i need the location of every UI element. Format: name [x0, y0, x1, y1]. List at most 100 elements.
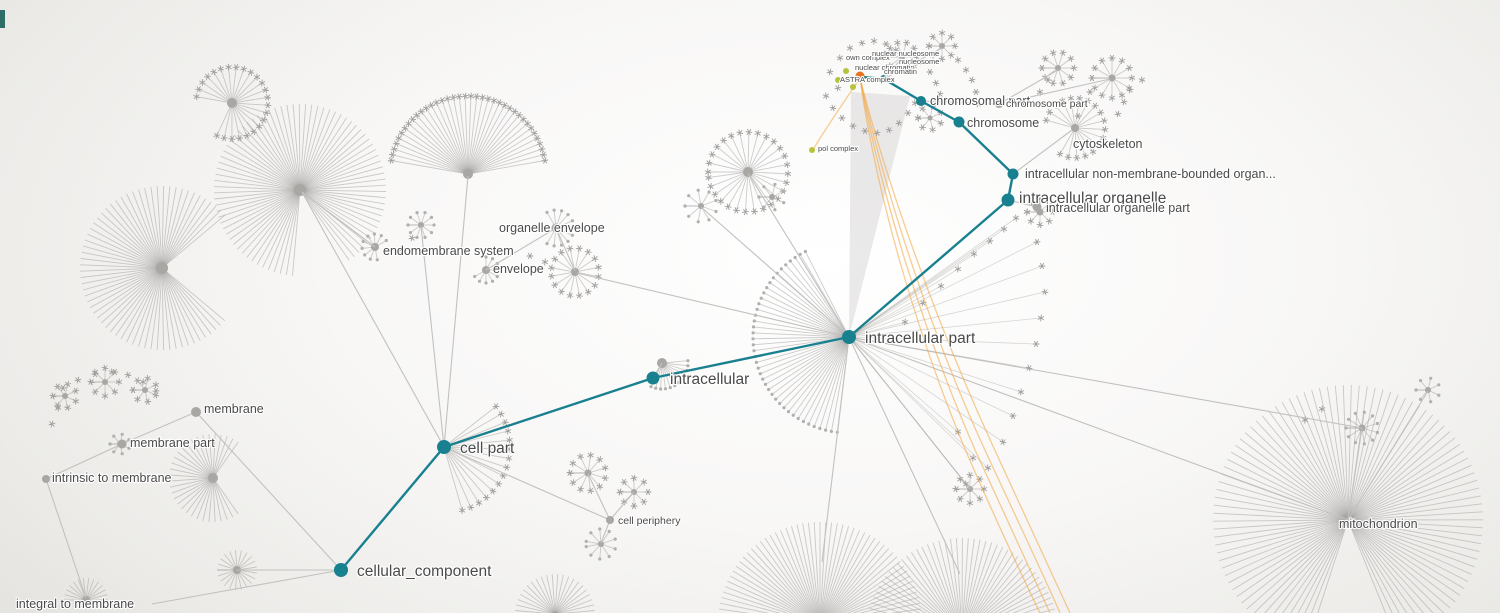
fan-edge	[144, 267, 163, 349]
fan-edge	[213, 71, 233, 104]
fan-edge	[286, 104, 301, 191]
graph-node-highlight-green[interactable]	[809, 147, 815, 153]
fan-edge	[185, 477, 214, 514]
node-label[interactable]: nuclear chromatin	[854, 62, 916, 73]
cluster-node[interactable]	[82, 596, 90, 604]
fan-edge	[443, 446, 507, 468]
cluster-node[interactable]	[418, 222, 424, 228]
node-label[interactable]: cytoskeleton	[1072, 136, 1144, 152]
cluster-node[interactable]	[208, 473, 218, 483]
cluster-node[interactable]	[1055, 65, 1061, 71]
graph-node-selected[interactable]	[916, 96, 926, 106]
cluster-node[interactable]	[227, 98, 237, 108]
node-label[interactable]: membrane	[203, 401, 265, 417]
node-label[interactable]: chromosome part	[1005, 97, 1089, 111]
cluster-node[interactable]	[927, 115, 933, 121]
node-label[interactable]: endomembrane system	[382, 243, 515, 259]
cluster-node[interactable]	[156, 262, 168, 274]
leaf-node	[584, 545, 588, 549]
node-label[interactable]: nuclear nucleosome	[871, 48, 940, 59]
cluster-node[interactable]	[62, 393, 68, 399]
fan-edge	[404, 127, 469, 175]
node-label[interactable]: cellular_component	[356, 562, 493, 581]
cluster-node[interactable]	[598, 541, 604, 547]
node-label[interactable]: organelle envelope	[498, 220, 606, 236]
graph-node-highlight-orange[interactable]	[855, 71, 865, 81]
graph-node[interactable]	[1032, 202, 1042, 212]
node-label[interactable]: intracellular organelle	[1018, 189, 1168, 208]
graph-node[interactable]	[995, 100, 1003, 108]
node-label[interactable]: mitochondrion	[1338, 516, 1419, 532]
graph-node-selected[interactable]	[1007, 168, 1019, 180]
leaf-node-icon	[538, 145, 546, 153]
cluster-node[interactable]	[743, 167, 753, 177]
leaf-node-icon	[144, 398, 152, 405]
node-label[interactable]: cell periphery	[617, 514, 682, 528]
cluster-node[interactable]	[899, 54, 905, 60]
node-label[interactable]: intracellular organelle part	[1045, 200, 1192, 216]
leaf-node-icon	[970, 250, 978, 258]
fan-edge	[1347, 519, 1472, 575]
node-label[interactable]: cell part	[459, 439, 516, 458]
cluster-node[interactable]	[769, 194, 775, 200]
graph-node-highlight-green[interactable]	[843, 68, 849, 74]
graph-node[interactable]	[117, 439, 127, 449]
fan-edge	[229, 139, 301, 191]
graph-node[interactable]	[191, 407, 201, 417]
cluster-node[interactable]	[584, 469, 592, 477]
leaf-node-icon	[1059, 49, 1067, 57]
graph-node-selected[interactable]	[880, 75, 888, 83]
fan-edge	[231, 82, 263, 104]
cluster-node[interactable]	[1425, 387, 1431, 393]
node-label[interactable]: chromatin	[883, 66, 918, 77]
fan-edge	[214, 186, 301, 191]
cluster-node[interactable]	[571, 268, 579, 276]
node-label[interactable]: intracellular	[669, 370, 750, 389]
fan-edge	[144, 187, 163, 269]
cluster-node[interactable]	[939, 43, 945, 49]
cluster-node[interactable]	[142, 387, 148, 393]
graph-node-selected[interactable]	[437, 440, 451, 454]
node-label[interactable]: intracellular part	[864, 329, 977, 348]
graph-node-selected[interactable]	[1001, 193, 1015, 207]
graph-node-selected[interactable]	[842, 330, 856, 344]
graph-node-highlight-green[interactable]	[850, 84, 856, 90]
node-label[interactable]: ASTRA complex	[839, 74, 896, 85]
graph-node[interactable]	[606, 516, 614, 524]
fan-edge	[80, 264, 163, 269]
fan-edge	[110, 267, 163, 333]
leaf-node-icon	[1000, 225, 1008, 233]
graph-node-selected[interactable]	[334, 563, 348, 577]
fan-edge	[202, 435, 214, 479]
cluster-node[interactable]	[102, 379, 108, 385]
graph-node-highlight-green[interactable]	[835, 77, 841, 83]
fan-edge	[735, 565, 805, 613]
node-label[interactable]: nucleosome	[898, 56, 941, 67]
cluster-node[interactable]	[463, 169, 473, 179]
cluster-node[interactable]	[698, 203, 704, 209]
graph-node-selected[interactable]	[646, 371, 660, 385]
fan-edge	[280, 106, 301, 191]
node-label[interactable]: integral to membrane	[15, 596, 135, 612]
fan-edge	[760, 336, 850, 375]
node-label[interactable]: pol complex	[817, 143, 859, 154]
fan-edge	[747, 131, 750, 173]
node-label[interactable]: envelope	[492, 261, 545, 277]
leaf-node-icon	[962, 480, 970, 488]
node-label[interactable]: membrane part	[129, 435, 216, 451]
graph-node-selected[interactable]	[953, 116, 965, 128]
leaf-node-icon	[870, 37, 878, 45]
node-label[interactable]: intracellular non-membrane-bounded organ…	[1024, 166, 1277, 182]
node-label[interactable]: intrinsic to membrane	[51, 470, 173, 486]
leaf-node-icon	[108, 368, 116, 376]
node-label[interactable]: chromosomal part	[929, 93, 1032, 109]
cluster-node[interactable]	[1071, 124, 1079, 132]
fan-edge	[173, 456, 214, 479]
graph-node[interactable]	[42, 475, 50, 483]
cluster-node[interactable]	[1108, 74, 1116, 82]
node-label[interactable]: chromosome	[966, 115, 1040, 131]
node-label[interactable]: own complex	[845, 52, 891, 63]
fan-edge	[216, 189, 301, 212]
